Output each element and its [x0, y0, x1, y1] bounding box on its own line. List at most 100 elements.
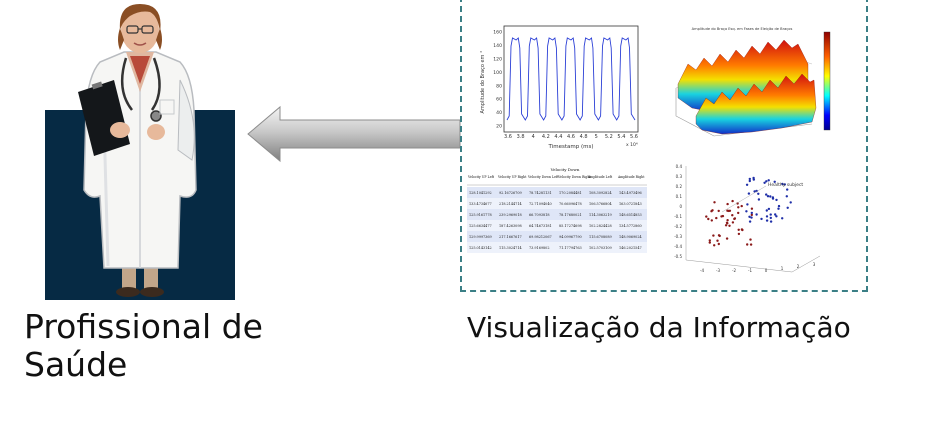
line-plot-exponent: x 10⁴: [626, 142, 638, 148]
line-plot-xtick: 5: [595, 134, 598, 140]
scatter-point: [769, 213, 772, 216]
scatter-point: [785, 195, 788, 198]
table-cell: 92.16726709: [499, 191, 522, 195]
table-cell: 129.9997369: [469, 235, 492, 239]
scatter-plot-thumbnail: 0.40.30.20.10-0.1-0.2-0.3-0.4-0.5 -4-3-2…: [674, 164, 821, 273]
table-cell: 133.4734677: [469, 202, 492, 206]
table-cell: 170.2084481: [559, 191, 582, 195]
scatter-point: [749, 243, 753, 246]
scatter-point: [750, 211, 753, 215]
line-plot-xtick: 4.8: [580, 134, 588, 140]
line-plot-xtick: 4.6: [567, 134, 575, 140]
scatter-point: [763, 181, 766, 184]
scatter-point: [765, 219, 769, 222]
scatter-point: [777, 207, 780, 210]
line-plot-ytick: 80: [496, 83, 502, 89]
scatter-ytick: 0.3: [676, 174, 683, 179]
line-plot-ytick: 60: [496, 97, 502, 103]
table-column-header: Velocity UP Right: [497, 175, 527, 179]
scatter-point: [748, 177, 751, 181]
table-cell: 94.09967790: [559, 235, 582, 239]
scatter-xtick: -4: [700, 268, 704, 273]
scatter-annotation: Healthy subject: [768, 182, 803, 188]
scatter-point: [775, 215, 778, 218]
line-plot-xtick: 4: [532, 134, 535, 140]
table-cell: 148.6514853: [619, 213, 642, 217]
scatter-point: [710, 219, 713, 222]
table-cell: 102.5703109: [589, 246, 612, 250]
scatter-point: [760, 217, 763, 221]
scatter-point: [773, 180, 776, 183]
scatter-point: [775, 198, 778, 202]
scatter-point: [725, 237, 729, 240]
scatter-point: [786, 188, 789, 191]
table-cell: 143.4973496: [619, 191, 642, 195]
scatter-xtick: 1: [781, 266, 784, 271]
table-cell: 125.6634477: [469, 224, 492, 228]
scatter-point: [765, 193, 768, 196]
visualization-frame: [460, 0, 868, 292]
scatter-point: [748, 220, 752, 223]
scatter-point: [753, 190, 756, 193]
scatter-ytick: 0: [679, 204, 682, 209]
scatter-xtick: 2: [797, 264, 800, 269]
line-plot-xtick: 5.2: [605, 134, 613, 140]
scatter-point: [774, 213, 777, 216]
table-column-header: Velocity UP Left: [467, 175, 495, 179]
scatter-point: [737, 232, 741, 236]
scatter-point: [726, 219, 729, 222]
scatter-point: [716, 239, 719, 242]
table-group-header: Velocity Down: [550, 167, 580, 172]
line-plot-ytick: 120: [493, 56, 502, 62]
line-plot-ytick: 140: [493, 43, 502, 49]
surface-colorbar: [823, 31, 831, 131]
scatter-point: [736, 202, 739, 205]
line-series: [506, 37, 636, 121]
line-plot-xtick: 4.2: [542, 134, 550, 140]
scatter-xtick: 0: [765, 268, 768, 273]
table-cell: 146.2021547: [619, 246, 642, 250]
scatter-point: [715, 216, 718, 220]
scatter-point: [717, 234, 721, 237]
table-column-header: Velocity Down Right: [557, 175, 592, 179]
line-plot-ytick: 40: [496, 110, 502, 116]
table-cell: 85.17274698: [559, 224, 582, 228]
line-plot-ylabel: Amplitude do Braço em °: [480, 50, 486, 114]
table-cell: 134.5772860: [619, 224, 642, 228]
table-cell: 114.3063219: [589, 213, 612, 217]
table-cell: 78.74281131: [529, 191, 552, 195]
table-cell: 163.0721843: [619, 202, 642, 206]
scatter-point: [769, 216, 772, 220]
scatter-point: [748, 179, 751, 183]
scatter-point: [789, 201, 792, 204]
line-plot-xtick: 3.6: [504, 134, 512, 140]
scatter-point: [737, 211, 740, 215]
scatter-point: [750, 216, 753, 219]
scatter-point: [757, 192, 760, 195]
line-plot-ytick: 20: [496, 124, 502, 130]
table-cell: 187.4263098: [499, 224, 522, 228]
scatter-point: [726, 202, 729, 206]
scatter-point: [747, 192, 751, 195]
scatter-xtick: 3: [813, 262, 816, 267]
table-cell: 108.3092824: [589, 191, 612, 195]
scatter-point: [724, 224, 728, 227]
scatter-point: [717, 209, 720, 213]
scatter-xtick: -1: [748, 268, 752, 273]
scatter-point: [737, 228, 740, 231]
scatter-point: [712, 234, 715, 237]
scatter-point: [748, 215, 751, 218]
table-column-header: Amplitude Left: [587, 175, 613, 179]
scatter-point: [727, 209, 730, 213]
table-cell: 148.9069024: [619, 235, 642, 239]
line-plot-xtick: 5.4: [617, 134, 625, 140]
scatter-ytick: -0.1: [674, 214, 682, 219]
table-cell: 217.1667617: [499, 235, 522, 239]
scatter-point: [713, 244, 716, 247]
doctor-icon: [78, 4, 197, 297]
scatter-point: [777, 204, 781, 208]
scatter-xtick: -3: [716, 268, 720, 273]
table-cell: 125.0143142: [469, 246, 492, 250]
table-cell: 72.71094040: [529, 202, 552, 206]
